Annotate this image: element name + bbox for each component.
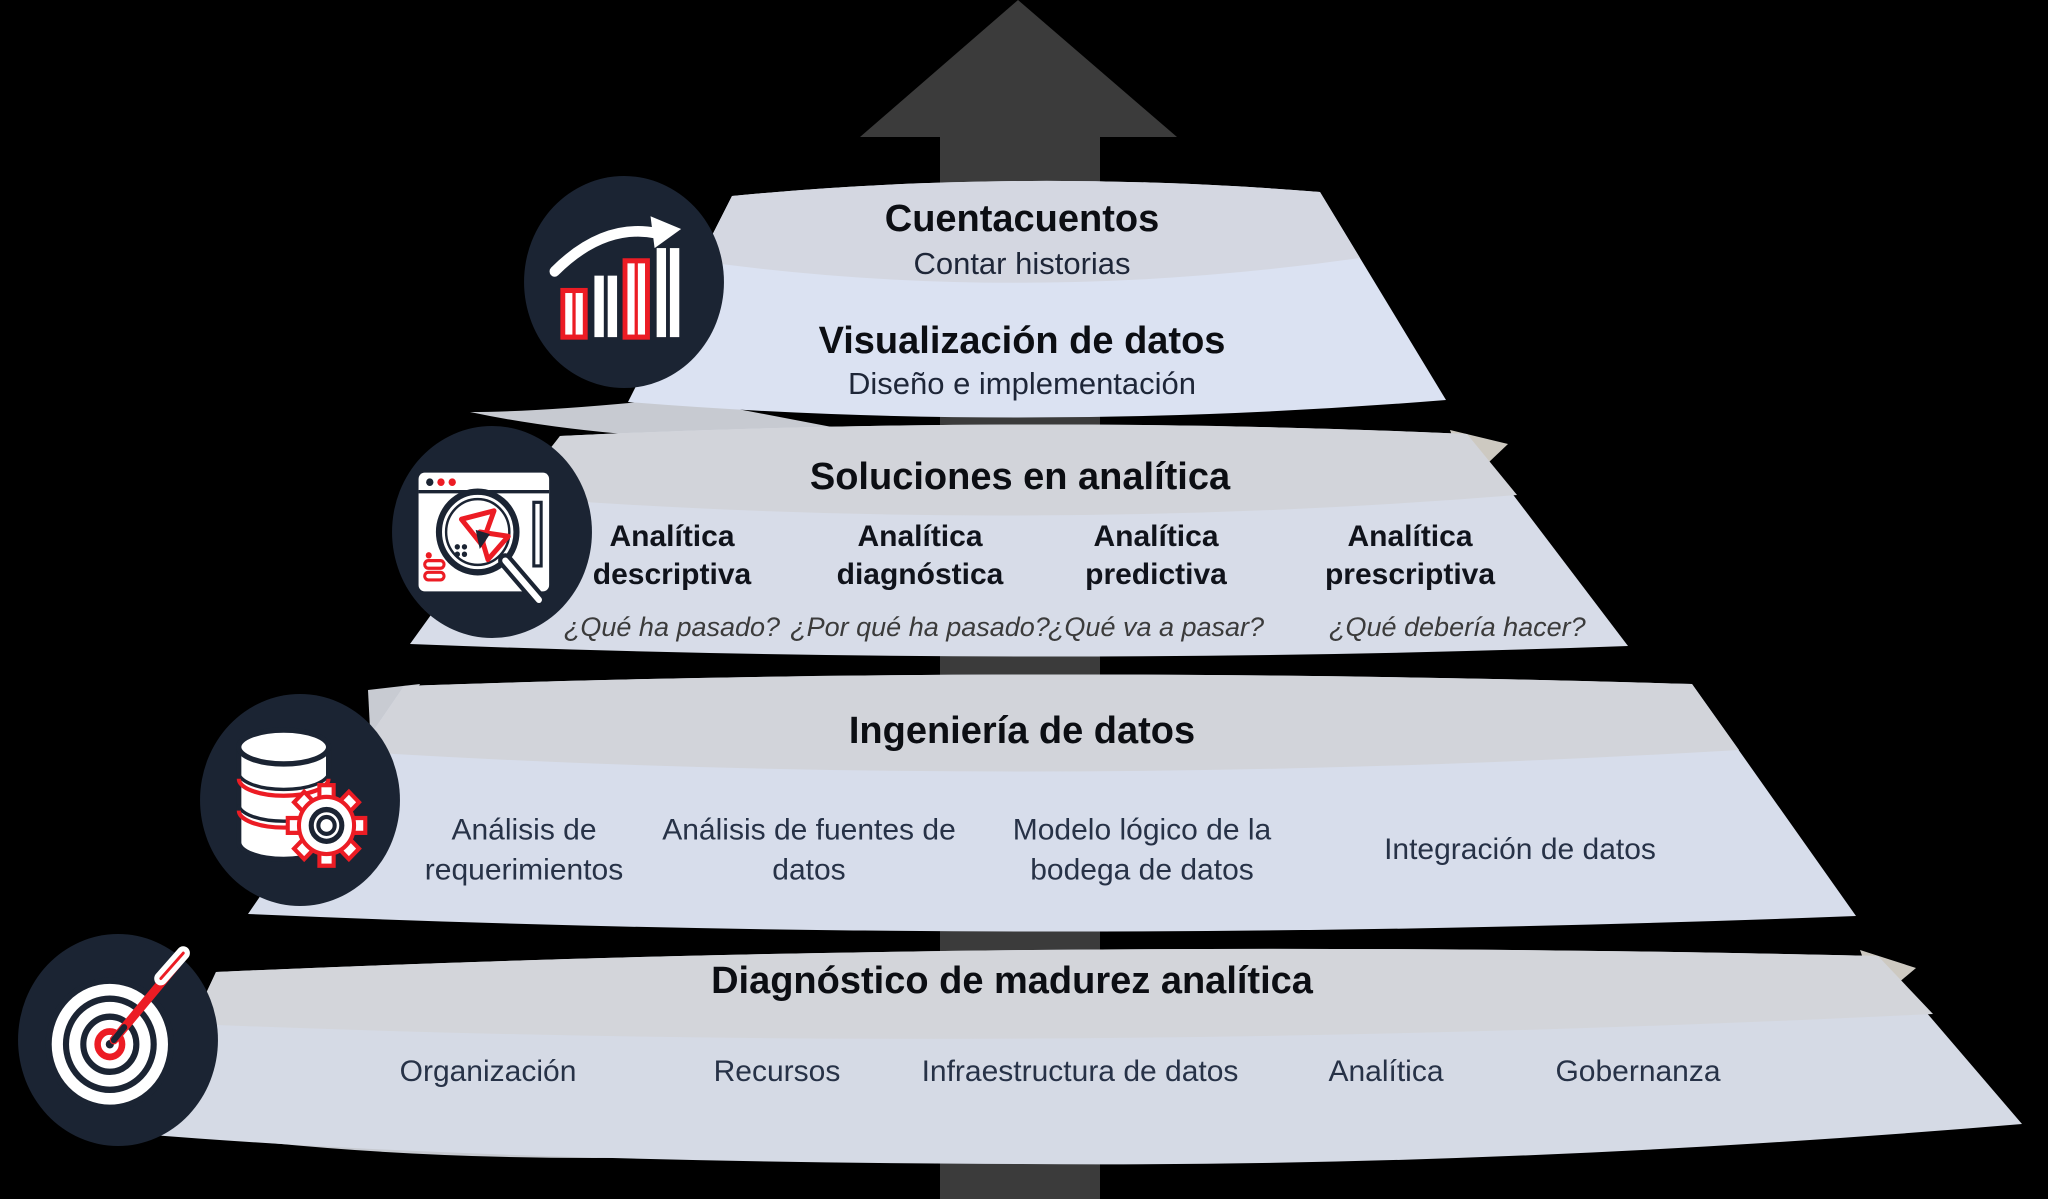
- level3-item-logical-model: Modelo lógico de la bodega de datos: [1012, 813, 1272, 886]
- level1-title-storytelling: Cuentacuentos: [884, 198, 1160, 240]
- bar-chart-growth-icon: [524, 176, 724, 388]
- column-question: ¿Por qué ha pasado?: [790, 612, 1050, 643]
- column-question: ¿Qué ha pasado?: [563, 612, 781, 643]
- browser-magnifier-icon: [392, 426, 592, 638]
- level2-header-band: [512, 424, 1517, 516]
- database-gear-icon: [200, 694, 400, 906]
- level1-title-visualization: Visualización de datos: [818, 320, 1226, 362]
- level4-item-organization: Organización: [399, 1055, 577, 1088]
- column-predictive-analytics: Analítica predictiva ¿Qué va a pasar?: [1025, 518, 1287, 643]
- level1-subtitle-visualization: Diseño e implementación: [847, 366, 1197, 401]
- column-question: ¿Qué va a pasar?: [1047, 612, 1265, 643]
- level4-item-analytics: Analítica: [1328, 1055, 1444, 1088]
- level4-item-governance: Gobernanza: [1555, 1055, 1721, 1088]
- level1-subtitle-storytelling: Contar historias: [913, 246, 1131, 281]
- column-question: ¿Qué debería hacer?: [1329, 612, 1586, 643]
- column-diagnostic-analytics: Analítica diagnóstica ¿Por qué ha pasado…: [789, 518, 1051, 643]
- magnifier-lens: [435, 488, 547, 608]
- column-label: Analítica prescriptiva: [1324, 520, 1496, 592]
- bar-chart-bars: [560, 248, 680, 340]
- growth-arrow: [549, 216, 682, 277]
- column-label: Analítica diagnóstica: [836, 520, 1004, 592]
- level3-header-band: [359, 674, 1739, 772]
- level3-title: Ingeniería de datos: [848, 710, 1196, 752]
- level4-title: Diagnóstico de madurez analítica: [711, 960, 1313, 1002]
- level3-item-integration: Integración de datos: [1384, 833, 1656, 867]
- column-label: Analítica predictiva: [1085, 520, 1227, 592]
- level4-item-infrastructure: Infraestructura de datos: [921, 1055, 1239, 1088]
- level4-header-band: [192, 948, 1933, 1039]
- gear: [285, 783, 368, 868]
- level4-item-resources: Recursos: [713, 1055, 841, 1088]
- storytelling-badge: [522, 176, 726, 388]
- column-prescriptive-analytics: Analítica prescriptiva ¿Qué debería hace…: [1279, 518, 1586, 643]
- analytics-solutions-badge: [390, 426, 594, 638]
- column-descriptive-analytics: Analítica descriptiva ¿Qué ha pasado?: [541, 518, 803, 643]
- column-label: Analítica descriptiva: [592, 520, 752, 592]
- level2-title: Soluciones en analítica: [809, 456, 1231, 498]
- level3-item-requirements: Análisis de requerimientos: [424, 813, 624, 886]
- target-dart-icon: [18, 934, 218, 1146]
- level1-header-band: [699, 180, 1360, 283]
- maturity-diagnostic-badge: [16, 934, 220, 1146]
- level3-item-sources: Análisis de fuentes de datos: [662, 813, 956, 886]
- data-engineering-badge: [198, 694, 402, 906]
- dart: [109, 946, 190, 1045]
